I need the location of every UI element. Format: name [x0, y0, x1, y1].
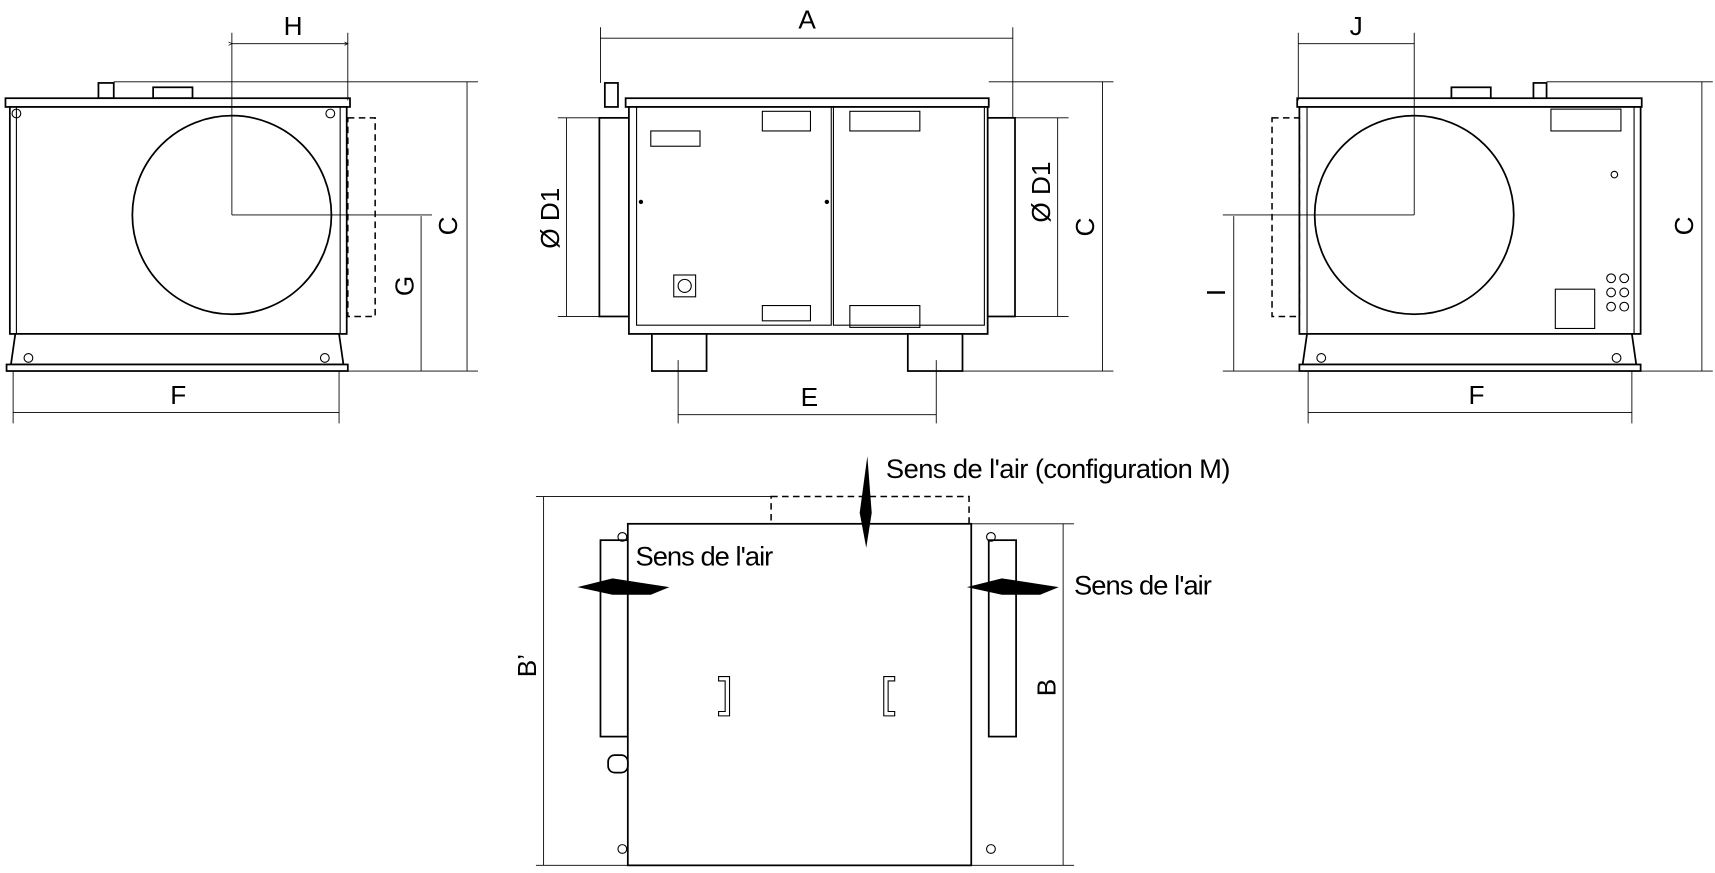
dimension-J-label: J [1350, 11, 1363, 41]
left-side-view [4, 32, 478, 424]
dimension-C-label-front: C [1070, 218, 1100, 237]
dimension-D1-label-right: Ø D1 [1026, 161, 1056, 222]
dimension-D1-label-left: Ø D1 [535, 188, 565, 249]
dimension-H-label: H [284, 11, 303, 41]
dimension-C-label-right: C [1669, 216, 1699, 235]
dimension-B-label: B [1031, 679, 1061, 696]
dimension-B-prime-label: B’ [512, 654, 542, 677]
airflow-right-note: Sens de l'air [1074, 570, 1212, 601]
airflow-arrow-left-icon [577, 578, 670, 595]
airflow-config-m-note: Sens de l'air (configuration M) [886, 453, 1231, 484]
dimension-G-label: G [389, 276, 419, 296]
dimension-I-label: I [1201, 289, 1231, 296]
dimension-E-label: E [801, 382, 819, 412]
top-view [535, 456, 1075, 867]
dimension-F-label-left: F [170, 380, 186, 410]
front-view [557, 27, 1114, 424]
dimension-A-label: A [798, 4, 816, 34]
right-side-view [1222, 32, 1713, 424]
airflow-left-note: Sens de l'air [635, 540, 773, 571]
airflow-arrow-right-icon [966, 578, 1059, 595]
dimension-F-label-right: F [1469, 380, 1485, 410]
airflow-arrow-down-icon [859, 456, 872, 548]
dimension-C-label-left: C [433, 216, 463, 235]
